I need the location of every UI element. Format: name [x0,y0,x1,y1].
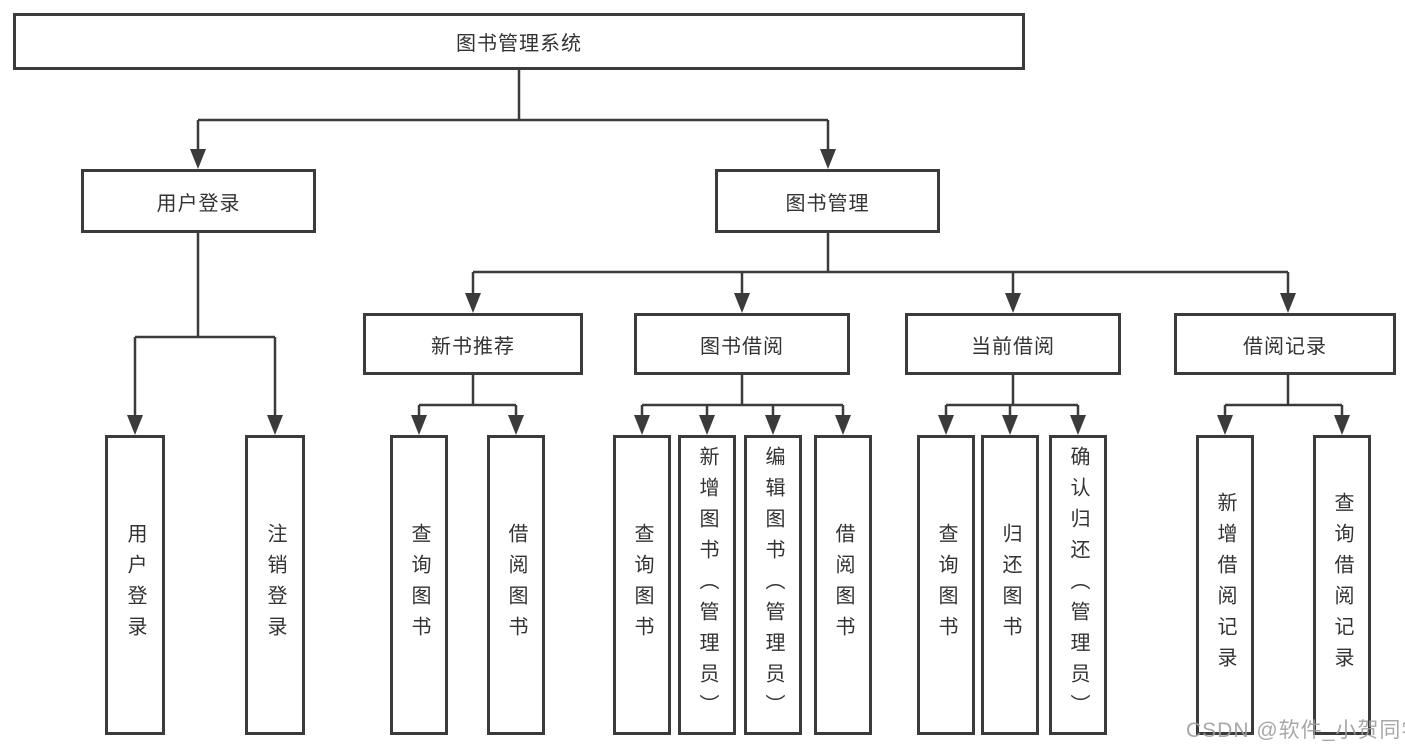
node-library-management-system: 图书管理系统 [13,13,1025,70]
arrowhead-icon [1280,293,1296,313]
arrowhead-icon [127,415,143,435]
leaf-label: 借阅图书 [505,523,527,647]
leaf-label: 新增图书（管理员） [696,445,718,725]
leaf-query-books-current: 查询图书 [917,435,975,735]
leaf-query-books-recommend: 查询图书 [390,435,448,735]
arrowheads [127,149,1350,435]
leaf-return-books: 归还图书 [981,435,1039,735]
arrowhead-icon [465,293,481,313]
leaf-user-login: 用户登录 [105,435,165,735]
leaf-label: 新增借阅记录 [1214,492,1236,678]
arrowhead-icon [1002,415,1018,435]
arrowhead-icon [765,415,781,435]
leaf-label: 查询图书 [408,523,430,647]
leaf-label: 确认归还（管理员） [1067,445,1089,725]
arrowhead-icon [699,415,715,435]
node-borrowing-records: 借阅记录 [1174,313,1396,375]
csdn-watermark: CSDN @软件_小贺同学 [1186,719,1405,742]
leaf-label: 查询图书 [935,523,957,647]
arrowhead-icon [508,415,524,435]
node-current-borrowing: 当前借阅 [905,313,1121,375]
arrowhead-icon [411,415,427,435]
leaf-add-borrow-record: 新增借阅记录 [1196,435,1254,735]
leaf-label: 查询借阅记录 [1331,492,1353,678]
leaf-label: 借阅图书 [832,523,854,647]
leaf-logout: 注销登录 [245,435,305,735]
leaf-label: 注销登录 [264,523,286,647]
leaf-borrow-books: 借阅图书 [814,435,872,735]
connector-lines [133,70,1344,417]
node-book-management: 图书管理 [715,169,940,233]
arrowhead-icon [267,415,283,435]
arrowhead-icon [1334,415,1350,435]
leaf-add-books-admin: 新增图书（管理员） [678,435,736,735]
arrowhead-icon [820,149,836,169]
arrowhead-icon [1070,415,1086,435]
leaf-label: 查询图书 [631,523,653,647]
arrowhead-icon [1005,293,1021,313]
arrowhead-icon [938,415,954,435]
leaf-label: 用户登录 [124,523,146,647]
arrowhead-icon [634,415,650,435]
node-book-borrowing: 图书借阅 [634,313,850,375]
leaf-confirm-return-admin: 确认归还（管理员） [1049,435,1107,735]
node-new-book-recommendation: 新书推荐 [363,313,583,375]
arrowhead-icon [1217,415,1233,435]
leaf-label: 编辑图书（管理员） [762,445,784,725]
leaf-edit-books-admin: 编辑图书（管理员） [744,435,802,735]
arrowhead-icon [734,293,750,313]
leaf-query-borrow-record: 查询借阅记录 [1313,435,1371,735]
leaf-query-books-borrowing: 查询图书 [613,435,671,735]
leaf-label: 归还图书 [999,523,1021,647]
arrowhead-icon [190,149,206,169]
leaf-borrow-books-recommend: 借阅图书 [487,435,545,735]
node-user-login-module: 用户登录 [81,169,316,233]
arrowhead-icon [835,415,851,435]
